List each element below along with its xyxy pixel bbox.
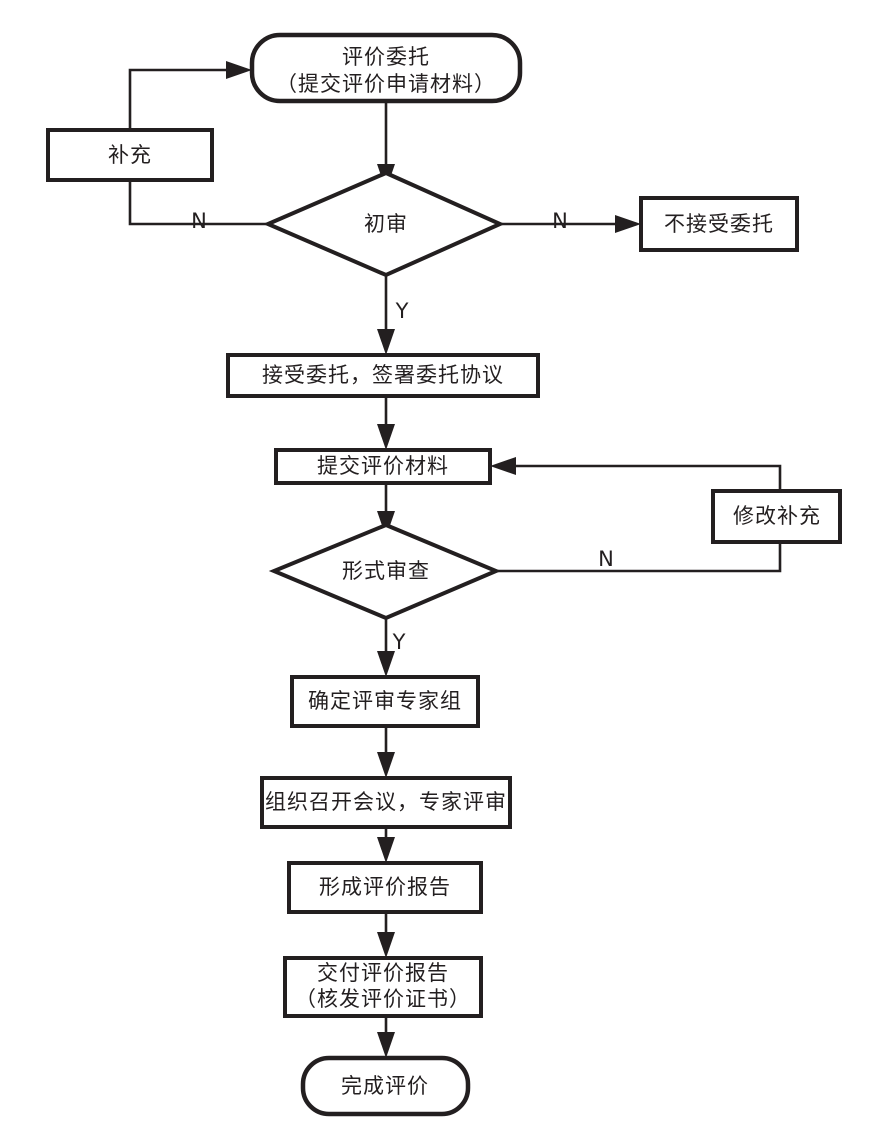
node-supplement-label: 补充 [108,143,152,167]
edge-supplement-to-start [128,61,252,130]
edge-label-first-review-no-right: N [552,209,568,233]
node-finish-label: 完成评价 [341,1074,429,1098]
node-accept-sign-label: 接受委托，签署委托协议 [262,363,504,387]
node-hold-meeting-label: 组织召开会议，专家评审 [265,790,507,814]
node-formal-check[interactable]: 形式审查 [268,522,502,621]
edge-formal-check-yes-to-expert-group [377,618,395,677]
node-first-review-label: 初审 [364,212,408,236]
node-revise-supplement[interactable]: 修改补充 [711,489,842,544]
node-expert-group[interactable]: 确定评审专家组 [290,675,480,728]
node-supplement[interactable]: 补充 [46,128,214,182]
node-reject-label: 不接受委托 [664,212,774,236]
edge-label-formal-check-no: N [598,547,614,571]
node-submit-materials-label: 提交评价材料 [317,454,449,478]
node-start-line2: （提交评价申请材料） [276,72,496,96]
node-finish[interactable]: 完成评价 [300,1055,471,1117]
edge-first-review-no-to-reject [500,215,641,233]
node-deliver-report-line2: （核发评价证书） [295,987,471,1011]
edge-label-first-review-no-left: N [191,209,207,233]
edge-first-review-no-to-supplement [128,180,268,226]
node-reject[interactable]: 不接受委托 [639,196,799,252]
node-revise-supplement-label: 修改补充 [733,504,821,528]
edge-deliver-report-to-finish [377,1016,395,1058]
node-hold-meeting[interactable]: 组织召开会议，专家评审 [260,776,512,829]
node-form-report[interactable]: 形成评价报告 [287,861,483,914]
node-form-report-label: 形成评价报告 [319,875,451,899]
node-start[interactable]: 评价委托 （提交评价申请材料） [249,32,523,104]
edge-hold-meeting-to-form-report [377,827,395,863]
node-submit-materials[interactable]: 提交评价材料 [274,448,492,485]
node-deliver-report-line1: 交付评价报告 [317,961,449,985]
edge-revise-to-submit [490,457,782,491]
edge-expert-group-to-hold-meeting [377,726,395,778]
edge-formal-check-no-to-revise [496,542,782,573]
edge-label-first-review-yes: Y [395,299,409,323]
node-start-line1: 评价委托 [342,45,430,69]
edge-form-report-to-deliver-report [377,912,395,958]
node-expert-group-label: 确定评审专家组 [308,689,462,713]
edge-label-formal-check-yes: Y [392,630,406,654]
node-formal-check-label: 形式审查 [342,559,430,583]
node-accept-sign[interactable]: 接受委托，签署委托协议 [226,353,540,398]
node-first-review[interactable]: 初审 [262,170,505,278]
edge-first-review-yes-to-accept [377,275,395,355]
edge-accept-to-submit [377,396,395,450]
node-deliver-report[interactable]: 交付评价报告 （核发评价证书） [283,956,483,1018]
